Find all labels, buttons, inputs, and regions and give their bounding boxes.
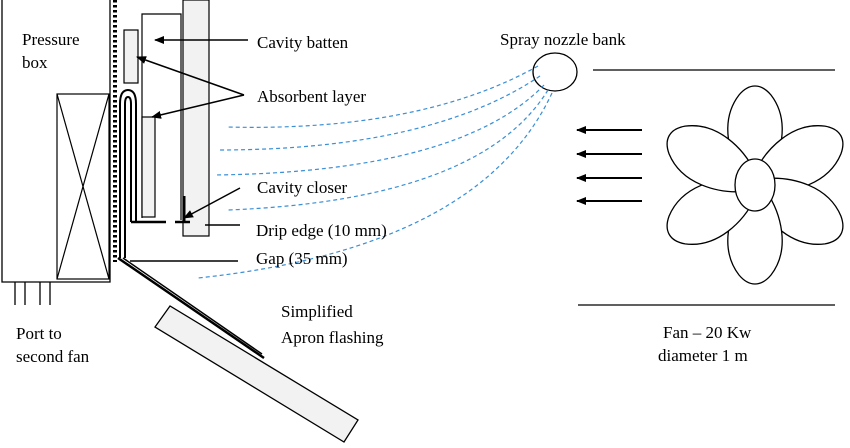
label-cavity-closer: Cavity closer — [257, 178, 348, 197]
airflow-arrows — [576, 126, 642, 205]
label-fan-line2: diameter 1 m — [658, 346, 748, 365]
label-pressure-box-line2: box — [22, 53, 48, 72]
pressure-box-crossed-panel — [56, 93, 110, 280]
absorbent-layer-arrow-upper — [136, 56, 245, 96]
label-spray-nozzle-bank: Spray nozzle bank — [500, 30, 626, 49]
cavity-closer-arrow — [183, 187, 241, 219]
label-pressure-box-line1: Pressure — [22, 30, 80, 49]
spray-nozzle-ellipse — [532, 52, 578, 92]
cladding-board — [141, 13, 182, 220]
cavity-batten — [123, 29, 139, 84]
label-drip-edge: Drip edge (10 mm) — [256, 221, 387, 240]
absorbent-layer-arrow-lower — [151, 94, 245, 119]
apron-flashing — [117, 256, 359, 443]
leader-lines — [130, 36, 248, 262]
label-cavity-batten: Cavity batten — [257, 33, 349, 52]
label-fan-line1: Fan – 20 Kw — [663, 323, 752, 342]
label-gap: Gap (35 mm) — [256, 249, 348, 268]
label-absorbent-layer: Absorbent layer — [257, 87, 367, 106]
membrane — [119, 88, 190, 258]
fan-blade — [666, 125, 757, 193]
wall-panel — [182, 0, 210, 237]
label-apron-line2: Apron flashing — [281, 328, 384, 347]
spray-streams — [197, 65, 553, 279]
fan-hub — [734, 158, 776, 212]
label-apron-line1: Simplified — [281, 302, 353, 321]
pressure-box — [1, 0, 111, 305]
label-port-line2: second fan — [16, 347, 90, 366]
label-port-line1: Port to — [16, 324, 62, 343]
absorbent-layer-strip — [141, 116, 156, 218]
fan — [666, 85, 844, 285]
